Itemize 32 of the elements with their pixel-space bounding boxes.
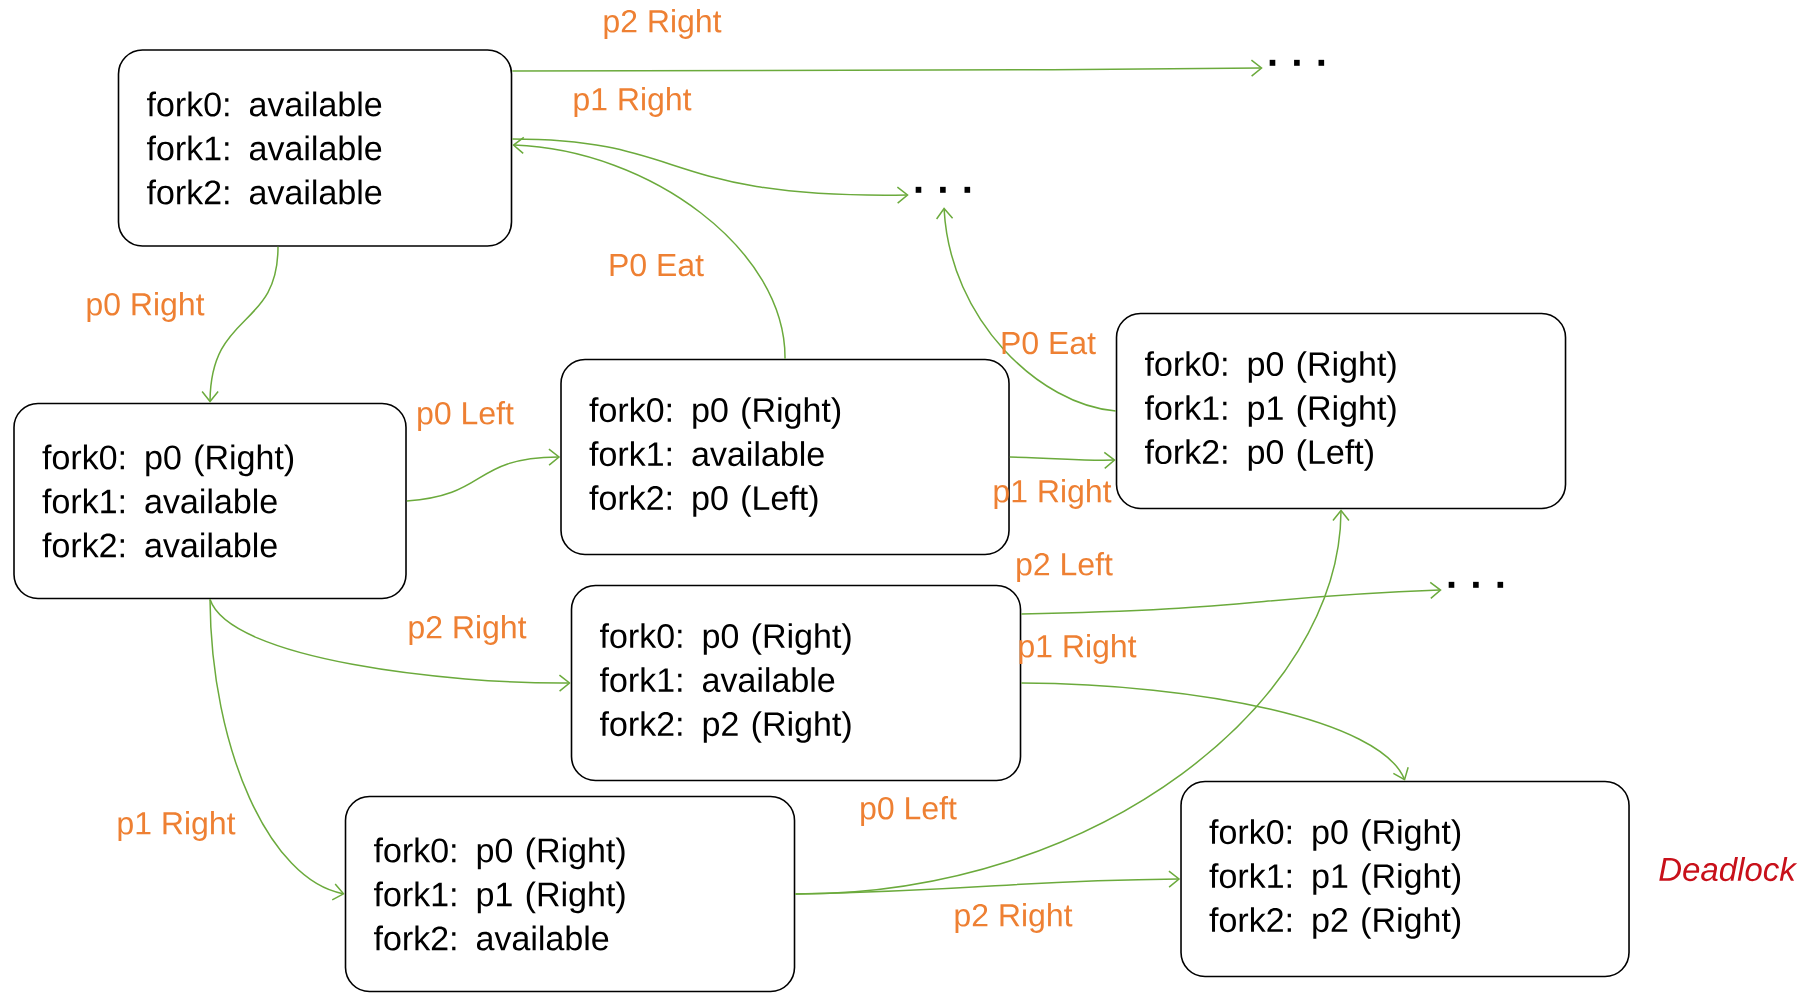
arrow: [209, 598, 345, 901]
edge-label: p2 Right: [409, 615, 527, 645]
state-box: fork0: p0 (Right) fork1: p1 (Right) fork2: available: [344, 795, 796, 993]
ellipsis-text: · · ·: [1269, 59, 1325, 66]
arrow: [201, 246, 279, 403]
state-box: fork0: available fork1: available fork2: available: [117, 49, 513, 247]
arrow: [511, 138, 909, 204]
state-box: fork0: p0 (Right) fork1: available fork2: available: [13, 402, 407, 600]
state-box: fork0: p0 (Right) fork1: p1 (Right) fork2: p0 (Left): [1115, 312, 1567, 510]
edge-label: P0 Eat: [610, 253, 704, 277]
edge-label: P0 Eat: [1002, 331, 1096, 355]
edge-label: p0 Left: [861, 796, 957, 826]
deadlock-label: Deadlock: [1659, 856, 1798, 882]
edge-label: p0 Left: [418, 401, 514, 431]
edge-label: p1 Right: [574, 87, 692, 117]
arrow: [794, 870, 1181, 895]
arrow: [935, 207, 1117, 412]
arrow: [1020, 581, 1442, 615]
edge-label: p2 Right: [604, 9, 722, 39]
edge-label: p2 Right: [955, 903, 1073, 933]
arrow: [512, 136, 786, 360]
edge-label: p0 Right: [87, 292, 205, 322]
state-box: fork0: p0 (Right) fork1: p1 (Right) fork2: p2 (Right): [1180, 780, 1630, 978]
arrow: [406, 448, 561, 502]
ellipsis-text: · · ·: [1448, 581, 1504, 588]
ellipsis-text: · · ·: [915, 186, 971, 193]
edge-label: p2 Left: [1017, 552, 1113, 582]
arrow: [1009, 451, 1116, 470]
edge-label: p1 Right: [118, 811, 236, 841]
arrow: [1020, 682, 1409, 781]
arrow: [209, 598, 571, 692]
arrow: [511, 59, 1263, 77]
